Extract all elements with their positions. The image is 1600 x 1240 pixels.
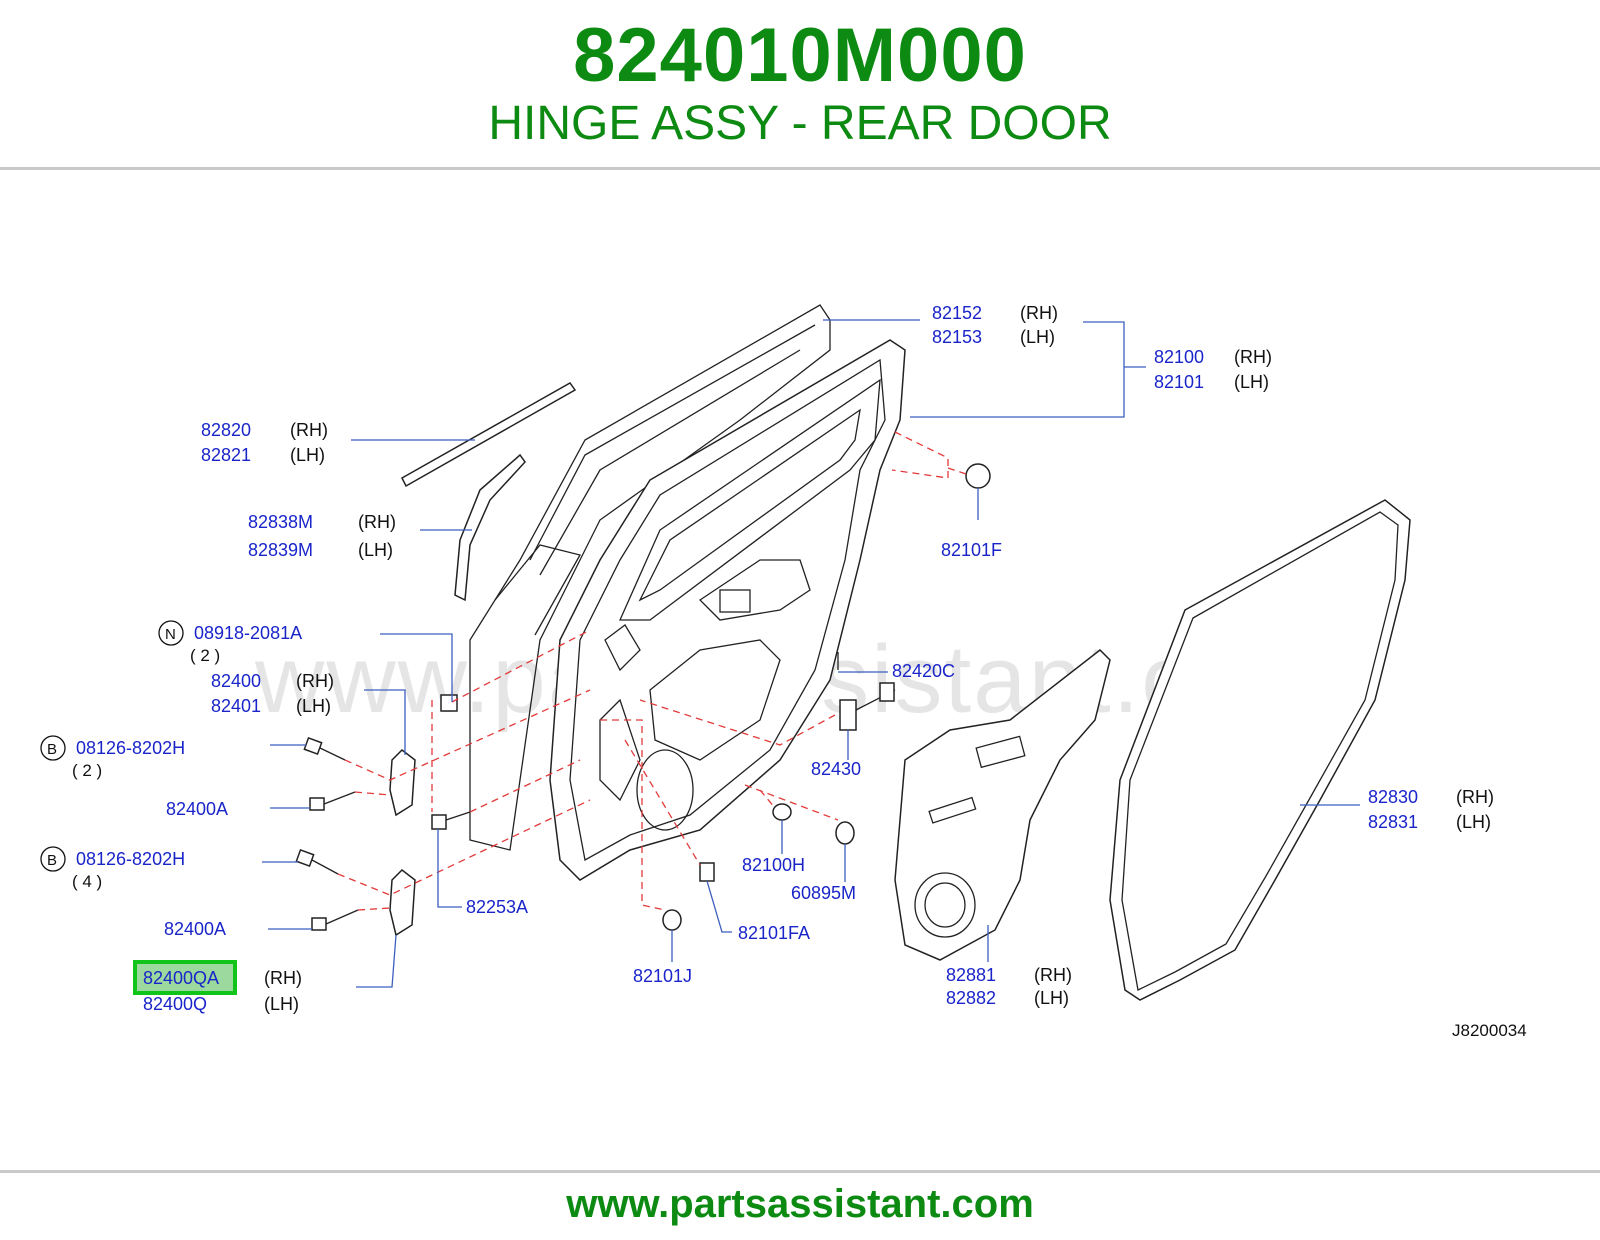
seal-82101fa bbox=[699, 862, 715, 882]
plug-82101f bbox=[965, 463, 991, 489]
label-82100h[interactable]: 82100H bbox=[742, 855, 805, 875]
label-82152[interactable]: 82152 bbox=[932, 303, 982, 323]
label-82100[interactable]: 82100 bbox=[1154, 347, 1204, 367]
n-marker-circle bbox=[158, 620, 184, 646]
hinge-bolts bbox=[295, 694, 471, 931]
label-82253a[interactable]: 82253A bbox=[466, 897, 528, 917]
side-lh: (LH) bbox=[358, 540, 393, 560]
header-divider bbox=[0, 167, 1600, 170]
footer-website-url[interactable]: www.partsassistant.com bbox=[566, 1182, 1034, 1226]
n-marker-letter: N bbox=[165, 626, 176, 643]
assembly-lines bbox=[337, 431, 967, 911]
leader-lines bbox=[262, 319, 1360, 988]
side-rh: (RH) bbox=[1234, 347, 1272, 367]
highlight-box bbox=[133, 960, 237, 995]
clip-82100h bbox=[772, 803, 792, 821]
label-82101j[interactable]: 82101J bbox=[633, 966, 692, 986]
footer-divider bbox=[0, 1170, 1600, 1173]
side-rh: (RH) bbox=[358, 512, 396, 532]
label-82821[interactable]: 82821 bbox=[201, 445, 251, 465]
side-rh: (RH) bbox=[290, 420, 328, 440]
door-outer-frame bbox=[469, 304, 831, 851]
diagram-reference-code: J8200034 bbox=[1452, 1021, 1527, 1040]
label-82400q[interactable]: 82400Q bbox=[143, 994, 207, 1014]
upper-hinge bbox=[389, 749, 416, 817]
label-82838m[interactable]: 82838M bbox=[248, 512, 313, 532]
door-trim-panel bbox=[894, 649, 1111, 961]
label-82101[interactable]: 82101 bbox=[1154, 372, 1204, 392]
label-82881[interactable]: 82881 bbox=[946, 965, 996, 985]
side-rh: (RH) bbox=[296, 671, 334, 691]
side-lh: (LH) bbox=[1034, 988, 1069, 1008]
door-inner-panel bbox=[549, 339, 906, 881]
label-08126-8202h-b[interactable]: 08126-8202H bbox=[76, 849, 185, 869]
part-labels: 82152 (RH) 82153 (LH) 82100 (RH) 82101 (… bbox=[40, 303, 1527, 1040]
qty-08126-a: ( 2 ) bbox=[72, 761, 102, 780]
label-82400a-upper[interactable]: 82400A bbox=[166, 799, 228, 819]
qty-08126-b: ( 4 ) bbox=[72, 872, 102, 891]
side-rh: (RH) bbox=[1034, 965, 1072, 985]
b-marker-circle bbox=[40, 735, 66, 761]
nut-08918 bbox=[440, 694, 458, 712]
label-82153[interactable]: 82153 bbox=[932, 327, 982, 347]
side-rh: (RH) bbox=[264, 968, 302, 988]
label-82430[interactable]: 82430 bbox=[811, 759, 861, 779]
plug-82101j bbox=[662, 909, 682, 931]
side-lh: (LH) bbox=[296, 696, 331, 716]
qty-08918: ( 2 ) bbox=[190, 646, 220, 665]
parts-drawing bbox=[295, 304, 1411, 1001]
side-lh: (LH) bbox=[264, 994, 299, 1014]
b-marker-circle bbox=[40, 846, 66, 872]
part-number-title: 824010M000 bbox=[573, 13, 1027, 98]
sash-moulding bbox=[454, 453, 526, 602]
label-82400qa[interactable]: 82400QA bbox=[143, 968, 219, 988]
label-82101fa[interactable]: 82101FA bbox=[738, 923, 810, 943]
side-lh: (LH) bbox=[1234, 372, 1269, 392]
label-82839m[interactable]: 82839M bbox=[248, 540, 313, 560]
label-82831[interactable]: 82831 bbox=[1368, 812, 1418, 832]
side-rh: (RH) bbox=[1020, 303, 1058, 323]
side-rh: (RH) bbox=[1456, 787, 1494, 807]
label-82400a-lower[interactable]: 82400A bbox=[164, 919, 226, 939]
label-60895m[interactable]: 60895M bbox=[791, 883, 856, 903]
label-82401[interactable]: 82401 bbox=[211, 696, 261, 716]
door-check-link bbox=[839, 699, 857, 731]
label-82101f[interactable]: 82101F bbox=[941, 540, 1002, 560]
label-82882[interactable]: 82882 bbox=[946, 988, 996, 1008]
door-weatherstrip bbox=[1109, 499, 1411, 1001]
side-lh: (LH) bbox=[290, 445, 325, 465]
label-82400[interactable]: 82400 bbox=[211, 671, 261, 691]
side-lh: (LH) bbox=[1456, 812, 1491, 832]
belt-moulding bbox=[401, 382, 577, 488]
label-08126-8202h-a[interactable]: 08126-8202H bbox=[76, 738, 185, 758]
plug-60895m bbox=[835, 821, 855, 845]
b-marker-letter: B bbox=[47, 852, 57, 869]
label-82820[interactable]: 82820 bbox=[201, 420, 251, 440]
label-08918-2081a[interactable]: 08918-2081A bbox=[194, 623, 302, 643]
lower-hinge bbox=[389, 869, 416, 937]
part-description: HINGE ASSY - REAR DOOR bbox=[488, 97, 1112, 150]
side-lh: (LH) bbox=[1020, 327, 1055, 347]
b-marker-letter: B bbox=[47, 741, 57, 758]
label-82420c[interactable]: 82420C bbox=[892, 661, 955, 681]
label-82830[interactable]: 82830 bbox=[1368, 787, 1418, 807]
